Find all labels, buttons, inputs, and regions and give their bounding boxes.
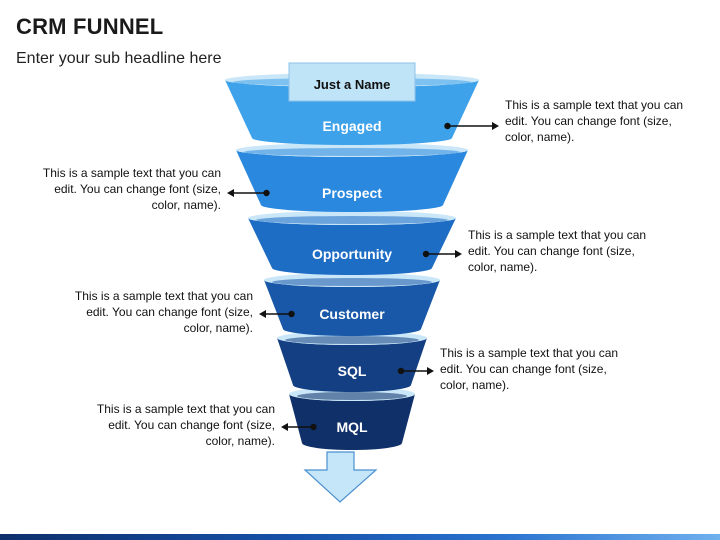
funnel-band-inner [256,216,448,224]
funnel-stage-opportunity: Opportunity [248,211,456,275]
funnel-band-inner [297,392,407,400]
top-label: Just a Name [314,77,391,92]
note-text-opportunity: This is a sample text that you can edit.… [468,228,647,274]
funnel-band [264,280,440,336]
funnel-band-inner [244,148,460,156]
funnel-stage-prospect: Prospect [236,143,468,212]
note-text-engaged: This is a sample text that you can edit.… [505,98,684,144]
note-text-prospect: This is a sample text that you can edit.… [42,166,221,212]
funnel-band [248,218,456,275]
funnel-band [236,150,468,212]
funnel-stage-label: MQL [336,419,368,435]
footer-bar [0,534,720,540]
funnel-band [277,338,427,392]
note-text-mql: This is a sample text that you can edit.… [96,402,275,448]
funnel-stage-customer: Customer [264,273,440,336]
funnel-stage-label: Engaged [322,118,381,134]
note-text-customer: This is a sample text that you can edit.… [74,289,253,335]
funnel-stage-label: Opportunity [312,246,392,262]
funnel-stage-label: SQL [338,363,367,379]
connector-arrow [422,250,462,258]
funnel-band-inner [272,278,432,286]
connector-arrow [397,367,434,375]
connector-arrow [227,189,270,197]
funnel-down-arrow [303,451,378,503]
funnel-stage-sql: SQL [277,331,427,392]
connector-arrow [259,310,295,318]
funnel-stage-label: Customer [319,306,385,322]
connector-arrow [444,122,499,130]
page-title: CRM FUNNEL [16,14,164,39]
funnel-stage-label: Prospect [322,185,382,201]
note-text-sql: This is a sample text that you can edit.… [440,346,619,392]
connector-arrow [281,423,317,431]
top-label-box [288,62,416,102]
funnel-band-inner [285,336,419,344]
funnel-stage-mql: MQL [289,387,415,450]
funnel-band [289,394,415,450]
page-subtitle: Enter your sub headline here [16,50,222,67]
